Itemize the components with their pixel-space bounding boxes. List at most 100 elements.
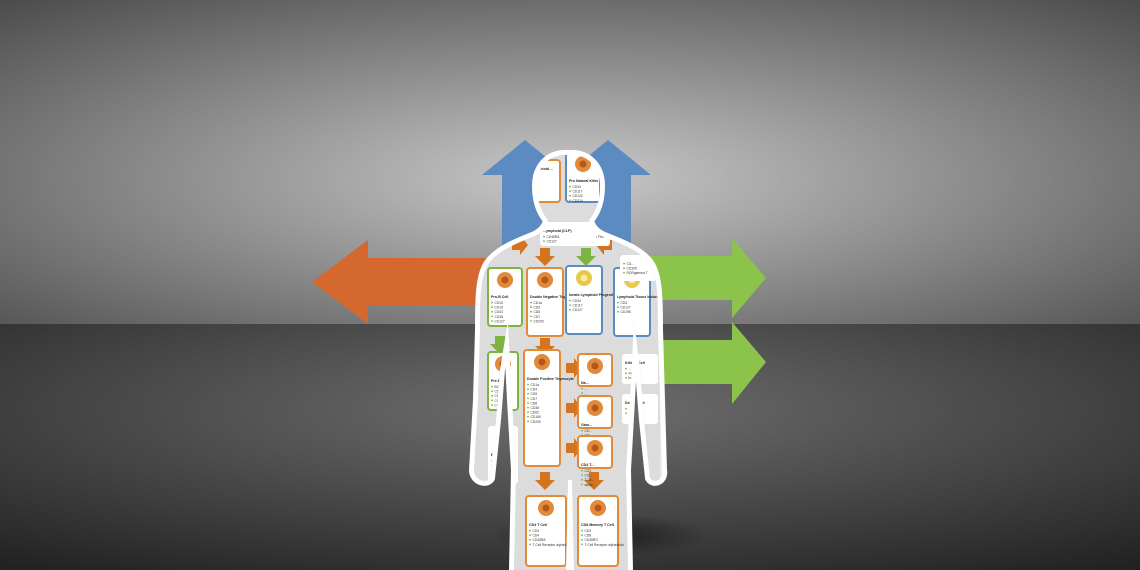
cell-marker: CD305 (627, 267, 637, 271)
marker-bullet-icon (530, 315, 532, 318)
flow-arrow (576, 248, 596, 266)
marker-bullet-icon (491, 320, 493, 322)
marker-bullet-icon (491, 385, 493, 388)
cell-nucleus-icon (591, 362, 599, 370)
cell-marker: CD3 (533, 529, 540, 533)
marker-bullet-icon (529, 543, 531, 546)
cell-title: Innate Lymphoid Progenitor (569, 293, 617, 297)
cell-card-box (523, 349, 561, 467)
cell-marker: CD4 (533, 534, 540, 538)
cell-title: CD8 Memory T Cell (581, 523, 614, 527)
marker-bullet-icon (530, 320, 532, 322)
marker-bullet-icon (491, 390, 493, 393)
marker-bullet-icon (617, 301, 619, 304)
cell-nucleus-icon (542, 504, 550, 512)
cell-title: Double Negative Thymocyte (530, 295, 578, 299)
cell-marker: CD8 (531, 401, 538, 405)
marker-bullet-icon (581, 392, 583, 395)
right-arrow-upper (640, 238, 766, 318)
marker-bullet-icon (581, 478, 583, 481)
marker-bullet-icon (617, 306, 619, 309)
cell-card-box (620, 255, 656, 281)
cell-card-box (526, 267, 564, 337)
cell-card: Na......... (577, 353, 613, 396)
cell-marker: CD127 (547, 240, 557, 244)
cell-nucleus-icon (501, 276, 509, 284)
cell-card: Double Negative ThymocyteCD1aCD3CD5CD7CD… (526, 267, 578, 337)
cell-marker: CD19 (495, 306, 504, 310)
cell-nucleus-icon (594, 504, 602, 512)
marker-bullet-icon (491, 394, 493, 397)
marker-bullet-icon (625, 367, 627, 370)
cell-title: Gam... (581, 423, 592, 427)
cell-marker: CD45RA (533, 538, 547, 542)
cell-marker: • Flt3 (596, 235, 604, 239)
marker-bullet-icon (581, 534, 583, 537)
cell-marker: CD1a (531, 383, 540, 387)
cell-marker: CD127 (495, 319, 505, 323)
cell-title: Pro Natural Killer Cell (569, 179, 606, 183)
marker-bullet-icon (625, 407, 627, 410)
cell-marker: CD38 (531, 406, 540, 410)
cell-marker: CD200 (534, 319, 544, 323)
cell-marker: ... (629, 367, 632, 371)
cell-marker: CD34 (573, 185, 582, 189)
marker-bullet-icon (623, 271, 625, 274)
marker-bullet-icon (529, 538, 531, 541)
marker-bullet-icon (530, 306, 532, 309)
marker-bullet-icon (530, 301, 532, 304)
cell-marker: CD43 (495, 310, 504, 314)
marker-bullet-icon (581, 429, 583, 432)
marker-bullet-icon (625, 372, 627, 375)
marker-bullet-icon (527, 411, 529, 414)
cell-marker: CD3 (585, 529, 592, 533)
cell-marker: CD45RO (585, 538, 599, 542)
marker-bullet-icon (581, 474, 583, 477)
marker-bullet-icon (569, 185, 571, 188)
cell-marker: CD... (585, 474, 593, 478)
cell-nucleus-icon (579, 160, 587, 168)
marker-bullet-icon (527, 383, 529, 386)
cell-marker: alpha... (585, 483, 596, 487)
cell-marker: CD127 (621, 306, 631, 310)
cell-marker: CD45 (495, 315, 504, 319)
marker-bullet-icon (569, 308, 571, 311)
marker-bullet-icon (581, 483, 583, 486)
marker-bullet-icon (527, 406, 529, 409)
flow-arrow (535, 248, 555, 266)
marker-bullet-icon (491, 306, 493, 309)
marker-bullet-icon (529, 534, 531, 537)
cell-marker: CD4 (531, 388, 538, 392)
cell-card-box (525, 495, 567, 567)
cell-marker: RORgamma T (627, 271, 648, 275)
marker-bullet-icon (529, 529, 531, 532)
cell-title: Pro-B Cell (491, 295, 508, 299)
marker-bullet-icon (625, 376, 627, 379)
cell-nucleus-icon (541, 276, 549, 284)
marker-bullet-icon (527, 415, 529, 418)
marker-bullet-icon (581, 543, 583, 546)
cell-marker: T Cell Receptor alpha/beta (585, 543, 624, 547)
flow-arrow (535, 472, 555, 490)
cell-marker: CD45RA (547, 235, 561, 239)
cell-nucleus-icon (538, 358, 546, 366)
cell-marker: CD200 (531, 420, 541, 424)
marker-bullet-icon (491, 404, 493, 406)
cell-marker: CD... (585, 429, 593, 433)
flow-arrow (584, 472, 604, 490)
cell-nucleus-icon (591, 404, 599, 412)
cell-marker: CD5 (534, 310, 541, 314)
cell-marker: CD4 (621, 301, 628, 305)
cell-marker: CD10 (495, 301, 504, 305)
cell-marker: ... (585, 392, 588, 396)
marker-bullet-icon (543, 235, 545, 238)
cell-marker: CD314 (573, 199, 583, 203)
marker-bullet-icon (569, 194, 571, 197)
cell-nucleus-icon (591, 444, 599, 452)
marker-bullet-icon (491, 399, 493, 402)
cell-card-box (565, 265, 603, 335)
marker-bullet-icon (623, 267, 625, 270)
